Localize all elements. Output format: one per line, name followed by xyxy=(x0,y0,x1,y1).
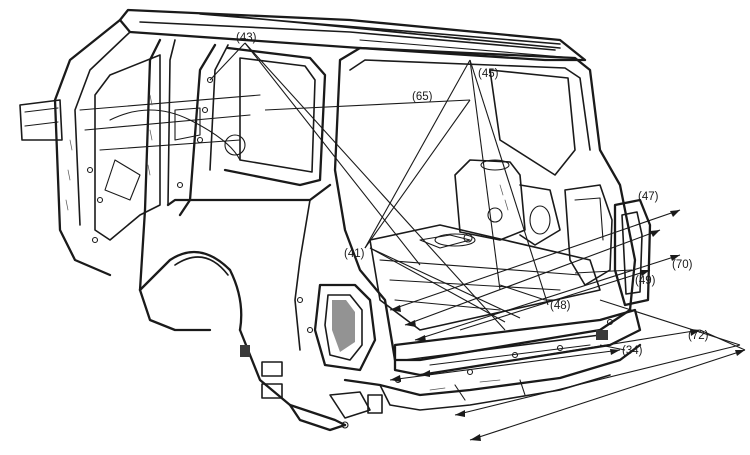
callout-70: (70) xyxy=(672,259,693,271)
car-body-shell xyxy=(19,8,652,432)
leader-arrowheads xyxy=(390,210,745,441)
callout-65: (65) xyxy=(412,91,433,103)
callout-labels: (43) (45) (65) (41) (47) (70) (49) (48) … xyxy=(236,32,709,357)
leader-lines xyxy=(209,42,746,441)
callout-41: (41) xyxy=(344,248,365,260)
callout-72: (72) xyxy=(688,330,709,342)
callout-47: (47) xyxy=(638,191,659,203)
callout-34: (34) xyxy=(622,345,643,357)
callout-43: (43) xyxy=(236,32,257,44)
callout-45: (45) xyxy=(478,68,499,80)
callout-48: (48) xyxy=(550,300,571,312)
callout-49: (49) xyxy=(635,275,656,287)
